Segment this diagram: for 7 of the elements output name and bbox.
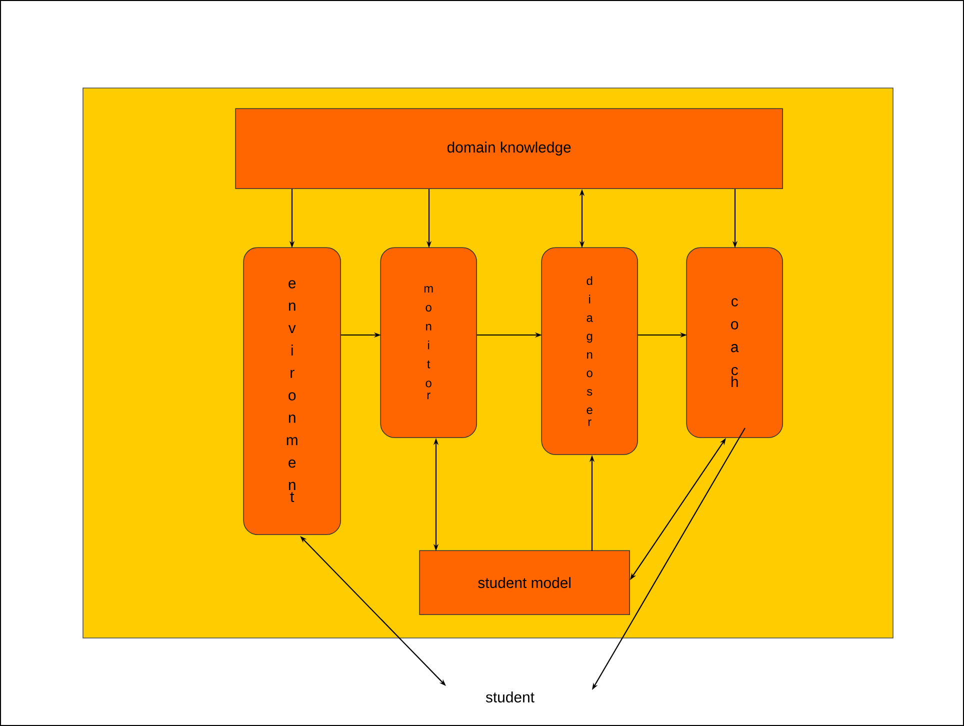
process-box: student model <box>419 550 630 615</box>
text-label: student <box>486 692 534 702</box>
process-box: domain knowledge <box>235 108 783 189</box>
process-box: monitor <box>380 247 477 438</box>
process-box: environment <box>243 247 341 535</box>
process-box: diagnoser <box>541 247 638 455</box>
process-box: coach <box>686 247 783 438</box>
